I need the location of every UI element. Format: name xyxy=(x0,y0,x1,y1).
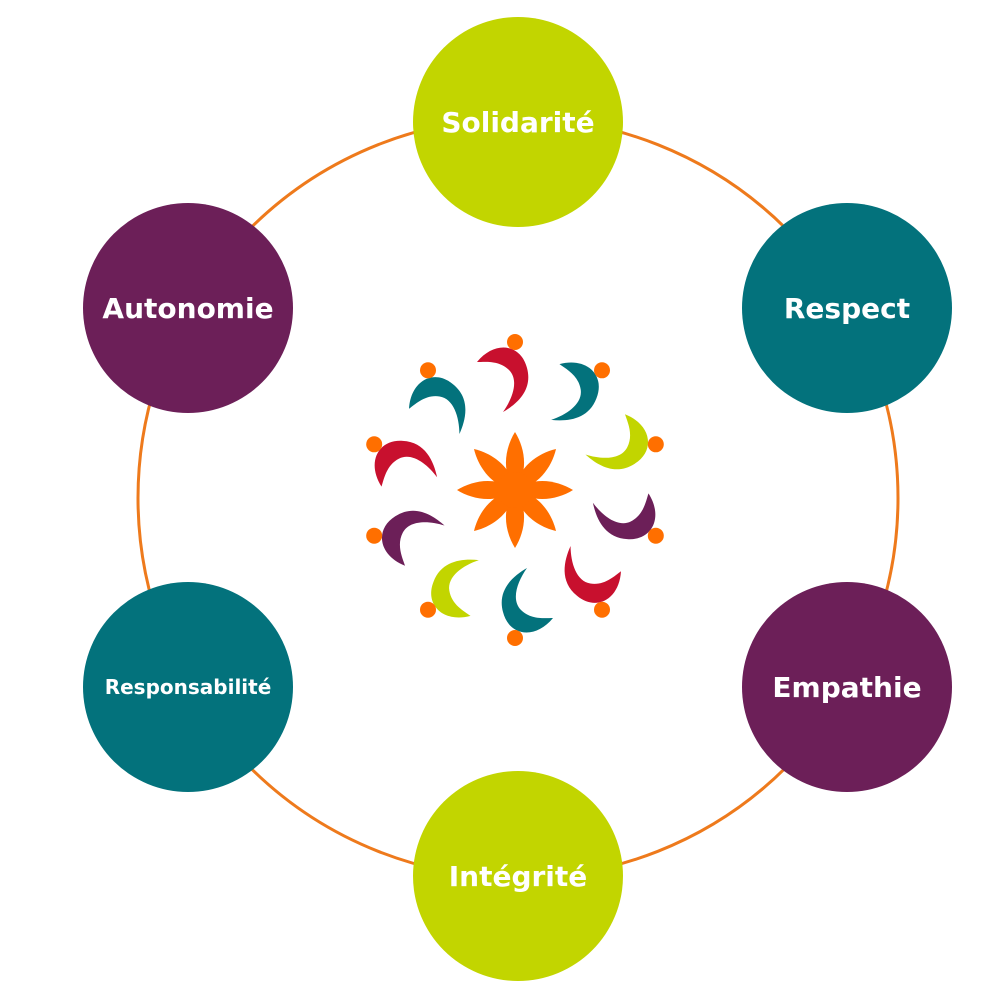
logo-figure xyxy=(374,440,438,487)
value-circle-respect: Respect xyxy=(742,203,952,413)
logo-figure xyxy=(477,347,529,412)
logo-figures xyxy=(374,347,656,633)
people-circle-flower-logo xyxy=(366,334,664,646)
logo-figure xyxy=(551,362,599,421)
figure-head xyxy=(647,527,664,544)
value-circle-autonomie: Autonomie xyxy=(83,203,293,413)
figure-body xyxy=(477,347,529,412)
logo-flower-icon xyxy=(457,432,573,548)
logo-figure xyxy=(501,568,553,633)
figure-body xyxy=(381,510,445,566)
logo-heads xyxy=(366,334,664,646)
figure-head xyxy=(507,334,523,350)
logo-figure xyxy=(592,493,656,540)
figure-body xyxy=(585,414,649,470)
figure-head xyxy=(507,630,523,646)
value-label-responsabilite: Responsabilité xyxy=(104,675,272,699)
figure-head xyxy=(647,436,664,453)
figure-body xyxy=(409,377,466,434)
figure-head xyxy=(420,601,436,618)
logo-figure xyxy=(564,546,621,603)
figure-head xyxy=(366,527,383,544)
figure-body xyxy=(431,559,479,618)
value-circle-responsabilite: Responsabilité xyxy=(83,582,293,792)
flower-core xyxy=(497,472,533,508)
value-circle-integrite: Intégrité xyxy=(413,771,623,981)
value-label-integrite: Intégrité xyxy=(448,859,588,893)
logo-figure xyxy=(381,510,445,566)
logo-figure xyxy=(585,414,649,470)
figure-head xyxy=(594,362,610,379)
logo-figure xyxy=(431,559,479,618)
value-label-respect: Respect xyxy=(783,291,911,325)
figure-head xyxy=(420,362,436,379)
figure-body xyxy=(564,546,621,603)
figure-body xyxy=(374,440,438,487)
logo-figure xyxy=(409,377,466,434)
value-label-empathie: Empathie xyxy=(772,670,922,704)
value-circle-solidarite: Solidarité xyxy=(413,17,623,227)
value-label-autonomie: Autonomie xyxy=(102,291,274,325)
value-label-solidarite: Solidarité xyxy=(441,105,595,139)
value-circle-empathie: Empathie xyxy=(742,582,952,792)
figure-body xyxy=(501,568,553,633)
figure-body xyxy=(551,362,599,421)
figure-head xyxy=(366,436,383,453)
figure-body xyxy=(592,493,656,540)
figure-head xyxy=(594,601,610,618)
